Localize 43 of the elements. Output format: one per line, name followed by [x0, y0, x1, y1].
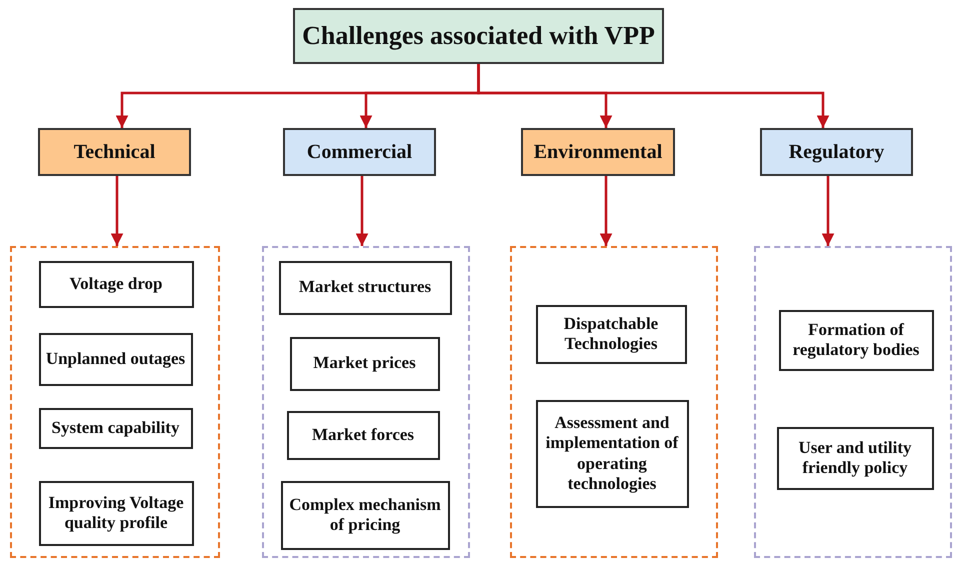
item-box	[280, 480, 450, 550]
category-label: Regulatory	[788, 140, 884, 164]
item-label: User and utility friendly policy	[797, 438, 913, 478]
group-container	[262, 246, 470, 558]
item-label: Voltage drop	[69, 274, 163, 294]
category-box	[521, 128, 675, 176]
arrow	[600, 176, 612, 246]
item-label: System capability	[52, 418, 180, 438]
item-box	[38, 480, 194, 546]
item-label: Dispatchable Technologies	[562, 314, 660, 354]
category-label: Commercial	[306, 140, 412, 164]
item-label: Assessment and implementation of operating technologies	[544, 412, 680, 494]
item-label: Unplanned outages	[46, 348, 186, 370]
category-label: Technical	[74, 140, 156, 164]
arrow	[356, 176, 368, 246]
title-box	[293, 8, 664, 64]
category-box	[283, 128, 436, 176]
item-label: Complex mechanism of pricing	[288, 494, 442, 536]
item-box	[38, 408, 192, 448]
arrow	[477, 64, 830, 128]
item-label: Formation of regulatory bodies	[792, 320, 920, 360]
item-box	[776, 426, 934, 490]
item-label: Market prices	[313, 353, 416, 374]
item-box	[536, 400, 688, 508]
item-box	[38, 332, 192, 386]
item-box	[278, 260, 452, 314]
group-container	[10, 246, 220, 558]
title: Challenges associated with VPP	[302, 20, 655, 52]
item-box	[38, 260, 194, 308]
item-box	[290, 336, 440, 390]
item-label: Market structures	[298, 277, 432, 298]
category-label: Environmental	[534, 140, 662, 164]
arrow	[822, 176, 834, 246]
item-box	[778, 310, 934, 370]
item-label: Market forces	[312, 424, 414, 446]
group-container	[754, 246, 952, 558]
item-box	[536, 304, 686, 364]
item-label: Improving Voltage quality profile	[47, 492, 185, 534]
item-box	[286, 410, 440, 460]
category-box	[38, 128, 191, 176]
arrow	[110, 176, 124, 246]
category-box	[760, 128, 913, 176]
group-container	[510, 246, 718, 558]
